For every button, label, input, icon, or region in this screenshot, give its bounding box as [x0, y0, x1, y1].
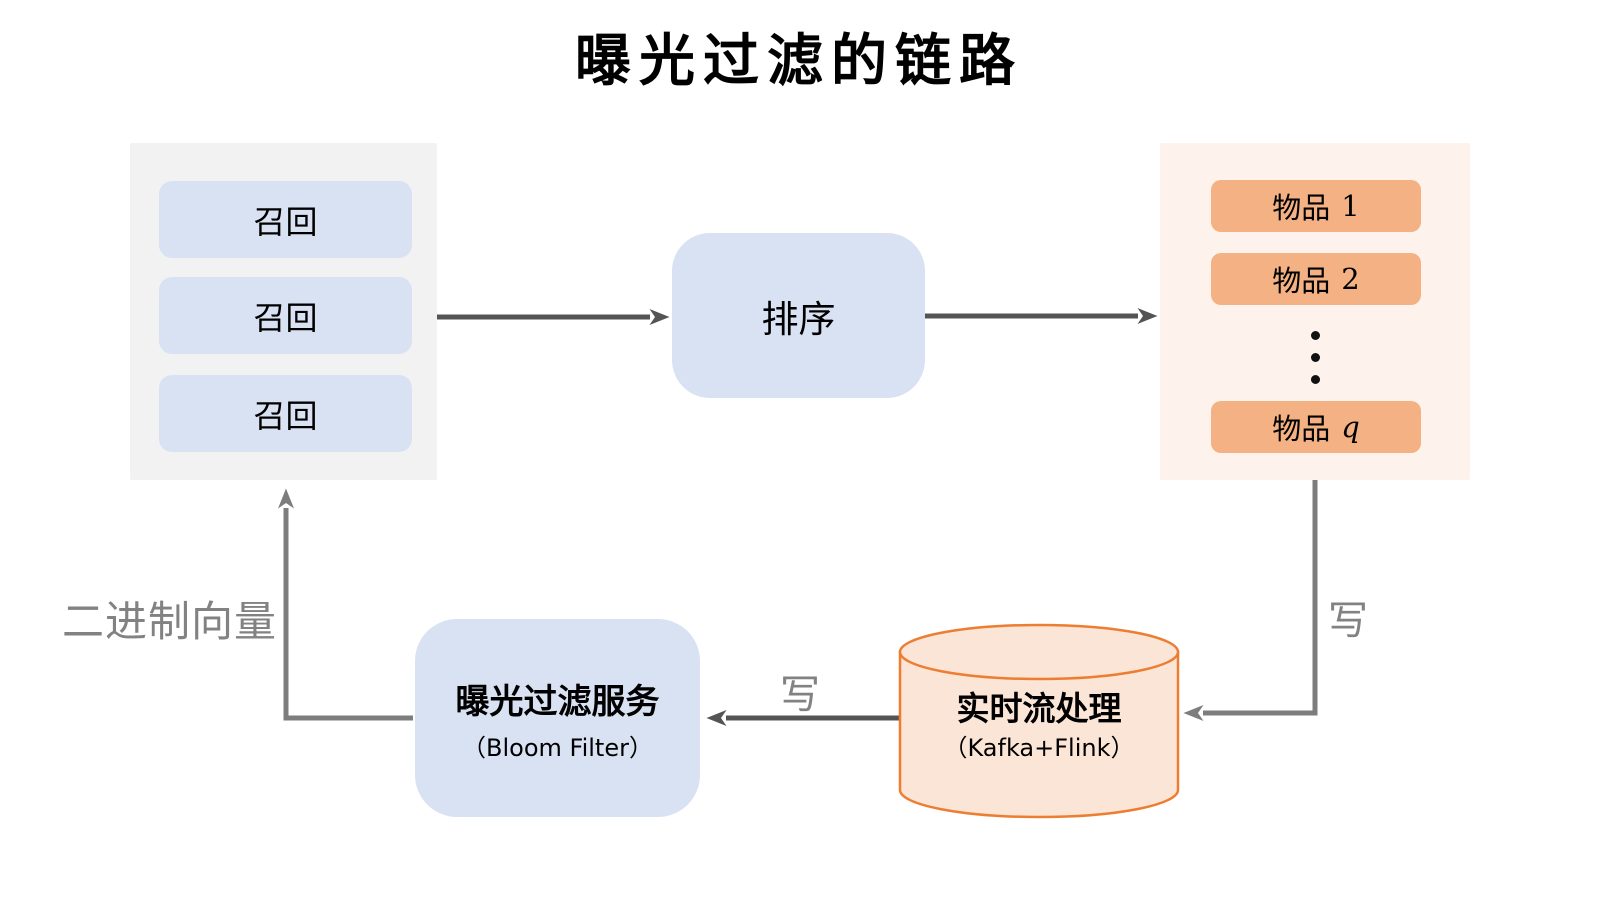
- recall-box-1: 召回: [159, 181, 412, 258]
- item-box-2: 物品 2: [1211, 253, 1421, 305]
- binary-vector-edge-label: 二进制向量: [62, 597, 278, 646]
- item-box-q-index: q: [1341, 410, 1360, 444]
- item-box-1: 物品 1: [1211, 180, 1421, 232]
- arrow-items-to-stream: [1183, 480, 1318, 721]
- stream-cylinder-title: 实时流处理: [956, 689, 1122, 728]
- bloom-filter-title: 曝光过滤服务: [455, 681, 660, 722]
- vertical-ellipsis-icon: [1311, 331, 1320, 384]
- item-box-2-index: 2: [1341, 262, 1360, 296]
- item-box-1-index: 1: [1341, 189, 1360, 223]
- recall-box-1-label: 召回: [253, 202, 318, 241]
- recall-panel: 召回 召回 召回: [130, 143, 437, 480]
- bloom-filter-subtitle: （Bloom Filter）: [462, 733, 653, 762]
- recall-box-3-label: 召回: [253, 396, 318, 435]
- recall-box-3: 召回: [159, 375, 412, 452]
- write-to-bloom-edge-label: 写: [780, 672, 820, 718]
- recall-box-2-label: 召回: [253, 298, 318, 337]
- item-box-2-label: 物品: [1272, 264, 1331, 298]
- recall-box-2: 召回: [159, 277, 412, 354]
- bloom-filter-box: 曝光过滤服务 （Bloom Filter）: [415, 619, 700, 817]
- arrow-bloom-to-recall: [278, 488, 413, 721]
- item-box-q: 物品 q: [1211, 401, 1421, 453]
- item-box-q-label: 物品: [1272, 412, 1331, 446]
- write-to-stream-edge-label: 写: [1328, 598, 1368, 644]
- ranking-box-label: 排序: [761, 297, 836, 341]
- items-panel: 物品 1 物品 2 物品 q: [1160, 143, 1470, 480]
- item-box-1-label: 物品: [1272, 191, 1331, 225]
- page-title: 曝光过滤的链路: [575, 29, 1023, 94]
- stream-cylinder-subtitle: （Kafka+Flink）: [943, 734, 1135, 762]
- ranking-box: 排序: [672, 233, 925, 398]
